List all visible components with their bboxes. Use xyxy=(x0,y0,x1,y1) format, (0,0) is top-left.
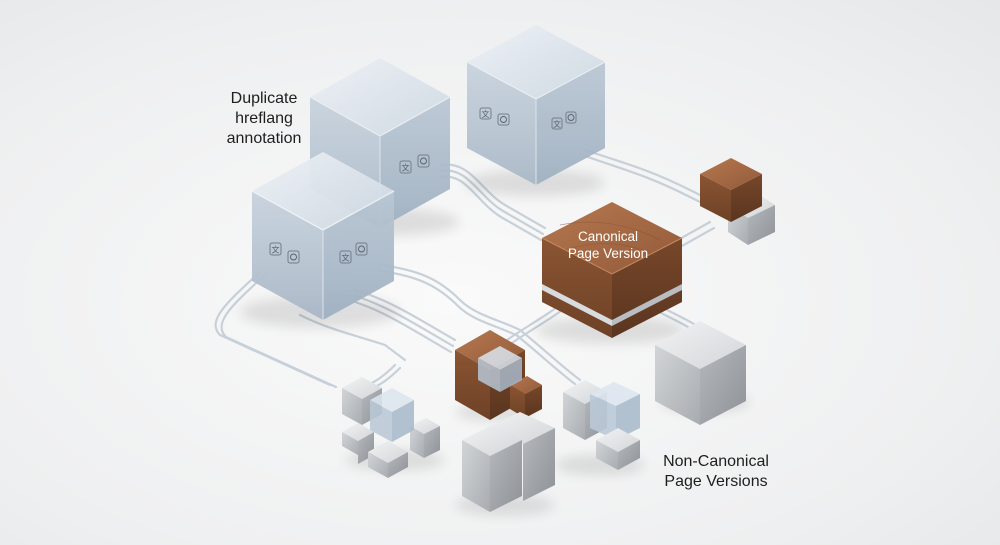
globe-icon xyxy=(497,113,510,126)
translate-icon: 文 xyxy=(399,160,412,174)
canonical-label-line-2: Page Version xyxy=(567,246,649,261)
svg-text:文: 文 xyxy=(402,163,410,173)
canonical-page-block xyxy=(541,202,683,338)
metal-cluster-non-canonical-right xyxy=(563,380,640,470)
svg-text:文: 文 xyxy=(482,109,490,119)
metal-slabs-non-canonical xyxy=(462,412,555,512)
canonical-label-line-1: Canonical xyxy=(577,229,639,244)
translate-icon: 文 xyxy=(339,250,352,264)
globe-icon xyxy=(287,250,300,264)
duplicate-label-line-2: hreflang xyxy=(235,110,293,127)
duplicate-label-line-1: Duplicate xyxy=(230,90,298,107)
svg-text:文: 文 xyxy=(553,119,561,129)
metal-cube-non-canonical-1 xyxy=(655,321,746,425)
globe-icon xyxy=(565,111,577,124)
canonical-page-label: Canonical Page Version xyxy=(548,228,668,262)
globe-icon xyxy=(417,154,430,168)
non-canonical-label-line-2: Page Versions xyxy=(664,473,768,490)
small-wood-cube xyxy=(700,158,775,245)
glass-cube-duplicate-2: 文 xyxy=(309,58,451,228)
non-canonical-pages-label: Non-Canonical Page Versions xyxy=(656,452,776,492)
svg-text:文: 文 xyxy=(272,245,280,255)
metal-cluster-non-canonical-left xyxy=(342,377,440,478)
duplicate-hreflang-label: Duplicate hreflang annotation xyxy=(214,89,314,149)
non-canonical-label-line-1: Non-Canonical xyxy=(663,453,769,470)
translate-icon: 文 xyxy=(269,242,282,256)
wood-cluster-non-canonical xyxy=(455,330,542,420)
globe-icon xyxy=(355,242,368,256)
duplicate-label-line-3: annotation xyxy=(226,130,302,147)
glass-cube-duplicate-3: 文 文 xyxy=(466,25,606,185)
translate-icon: 文 xyxy=(479,107,492,120)
translate-icon: 文 xyxy=(551,117,563,130)
glass-cube-duplicate-1: 文 文 xyxy=(251,152,395,320)
svg-text:文: 文 xyxy=(342,253,350,263)
